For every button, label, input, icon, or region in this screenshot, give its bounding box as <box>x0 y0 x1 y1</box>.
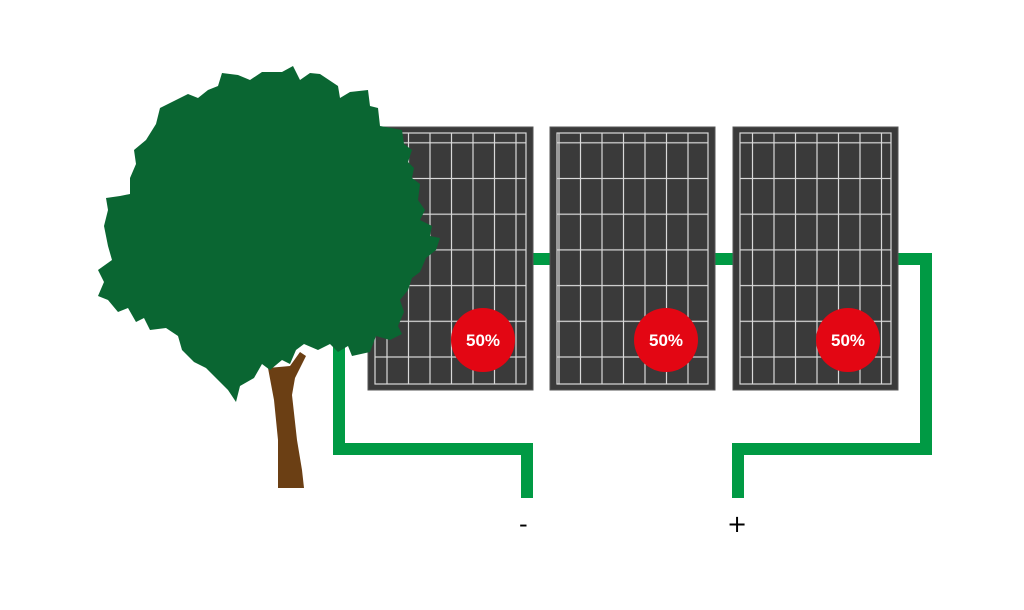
badge-3-label: 50% <box>831 331 865 350</box>
badge-1-label: 50% <box>466 331 500 350</box>
badge-2-label: 50% <box>649 331 683 350</box>
negative-terminal-label: - <box>519 510 528 538</box>
wiring <box>333 253 932 498</box>
positive-terminal-label: + <box>727 510 748 538</box>
tree-foliage <box>98 66 440 402</box>
positive-wire <box>732 253 932 498</box>
efficiency-badge-1: 50% <box>451 308 515 372</box>
efficiency-badge-3: 50% <box>816 308 880 372</box>
negative-wire <box>333 340 533 498</box>
tree-trunk <box>268 352 306 488</box>
tree <box>98 66 440 488</box>
efficiency-badge-2: 50% <box>634 308 698 372</box>
